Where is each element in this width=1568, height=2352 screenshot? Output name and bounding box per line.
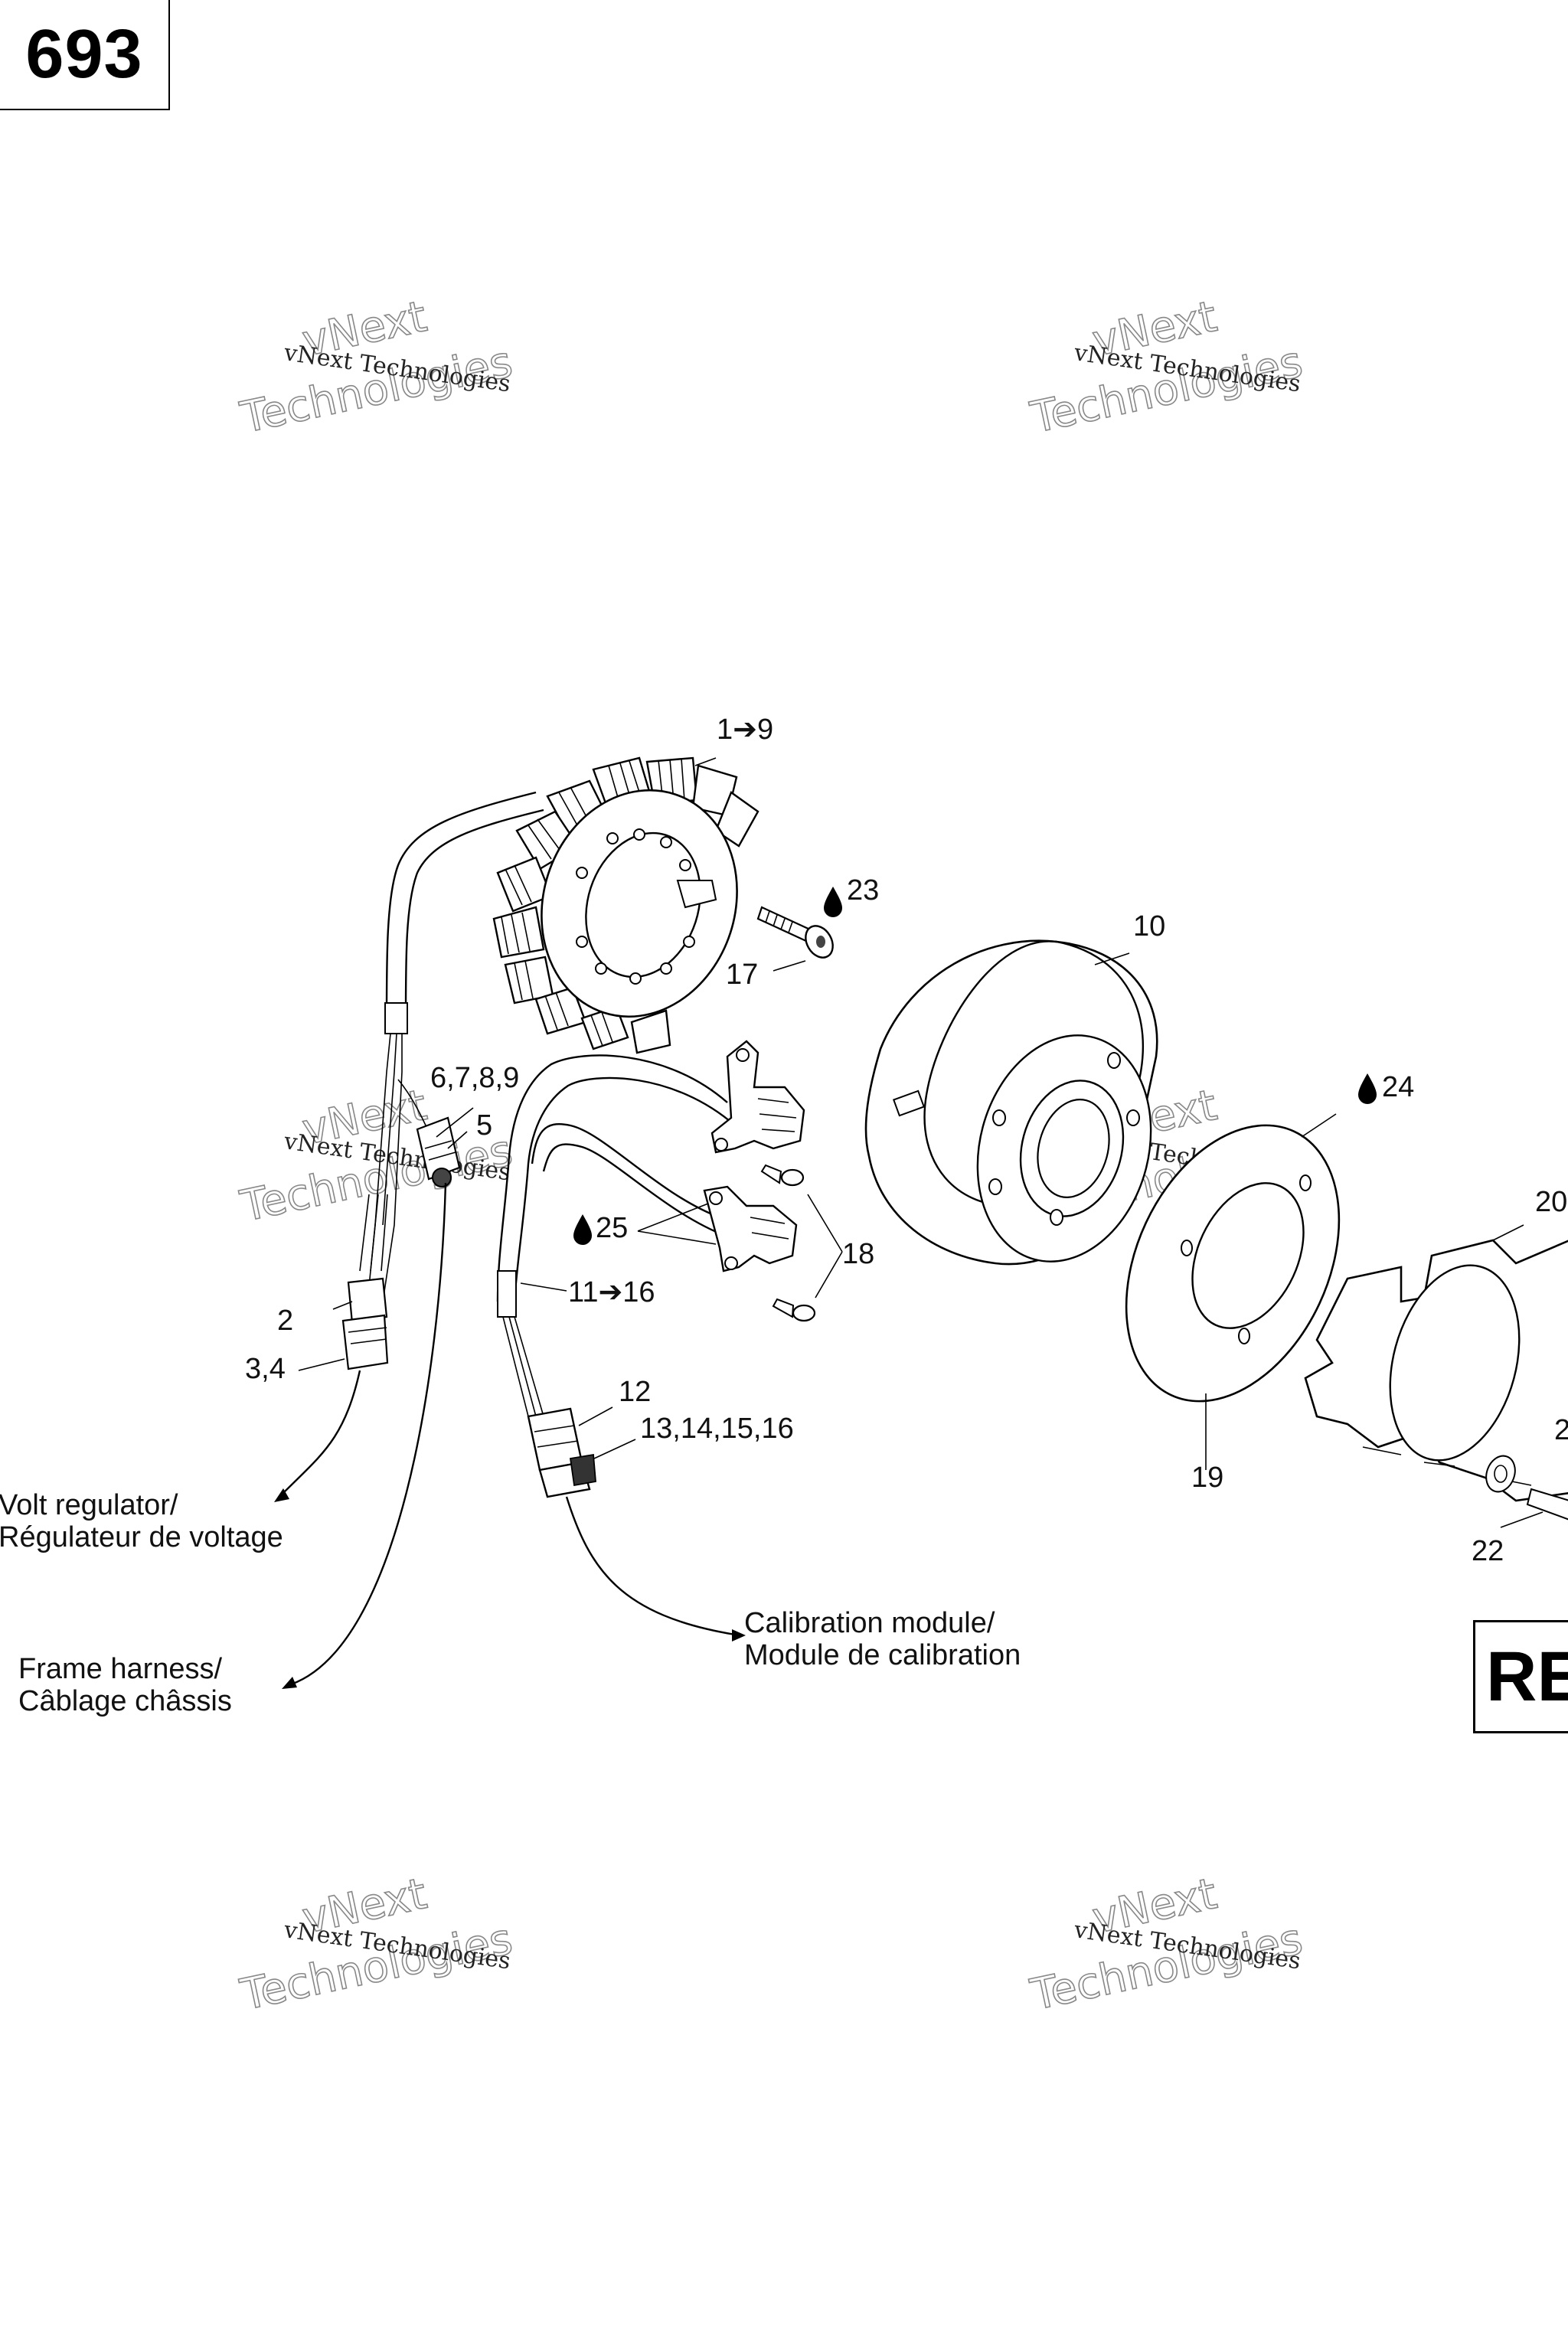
oil-drop-icon (824, 887, 842, 917)
reference-box-text: RE (1486, 1637, 1568, 1716)
connector-12 (527, 1407, 596, 1498)
connector-2 (341, 1194, 389, 1370)
connector-6-9 (416, 1116, 461, 1187)
oil-drop-icon (1358, 1073, 1377, 1104)
callout-18: 18 (842, 1238, 874, 1270)
screw-18 (760, 1164, 816, 1322)
frame-harness-fr: Câblage châssis (18, 1685, 232, 1717)
callout-11-16: 11➔16 (568, 1276, 655, 1308)
volt-regulator-en: Volt regulator/ (0, 1489, 178, 1521)
callout-5: 5 (476, 1109, 492, 1142)
watermark: Technologies vNext vNext Technologies (236, 291, 518, 443)
sensor-harness (496, 1054, 736, 1417)
watermark: Technologies vNext vNext Technologies (236, 1868, 518, 2020)
calibration-module-en: Calibration module/ (744, 1607, 995, 1639)
callout-12: 12 (619, 1376, 651, 1408)
callout-25: 25 (596, 1212, 628, 1244)
reference-box: RE (1473, 1620, 1568, 1733)
callout-23: 23 (847, 874, 879, 906)
callout-17: 17 (726, 959, 758, 991)
callout-6-9: 6,7,8,9 (430, 1062, 519, 1094)
watermark: Technologies vNext vNext Technologies (1026, 291, 1308, 443)
callout-22: 22 (1472, 1535, 1504, 1567)
callout-13-16: 13,14,15,16 (640, 1413, 794, 1445)
bolt-17 (756, 906, 834, 959)
callout-1-9: 1➔9 (717, 714, 773, 746)
leader-lines (298, 757, 1544, 1528)
page-number-box: 693 (0, 0, 170, 110)
thrust-washer (1125, 1124, 1341, 1403)
volt-regulator-fr: Régulateur de voltage (0, 1521, 283, 1553)
callout-19: 19 (1191, 1462, 1223, 1494)
watermark: Technologies vNext vNext Technologies (1026, 1868, 1308, 2020)
callout-2: 2 (277, 1305, 293, 1337)
callout-20: 20 (1535, 1186, 1567, 1218)
callout-21: 2 (1554, 1414, 1568, 1446)
calibration-module-fr: Module de calibration (744, 1639, 1021, 1671)
starter-gear (1304, 1239, 1568, 1521)
stator-wire-harness (367, 791, 544, 1302)
oil-drop-icon (573, 1214, 592, 1245)
frame-harness-en: Frame harness/ (18, 1653, 223, 1685)
callout-24: 24 (1382, 1071, 1414, 1103)
pickup-sensor-upper (710, 1040, 805, 1154)
flywheel (864, 939, 1158, 1266)
callout-3-4: 3,4 (245, 1353, 286, 1385)
callout-10: 10 (1133, 910, 1165, 942)
callout-labels: 1➔9 23 17 10 24 20 6,7,8,9 5 25 18 11➔16… (0, 714, 1568, 1717)
routing-arrows (274, 1182, 746, 1689)
stator (492, 756, 760, 1054)
pickup-sensor-lower (703, 1185, 798, 1272)
page-number: 693 (25, 15, 143, 93)
